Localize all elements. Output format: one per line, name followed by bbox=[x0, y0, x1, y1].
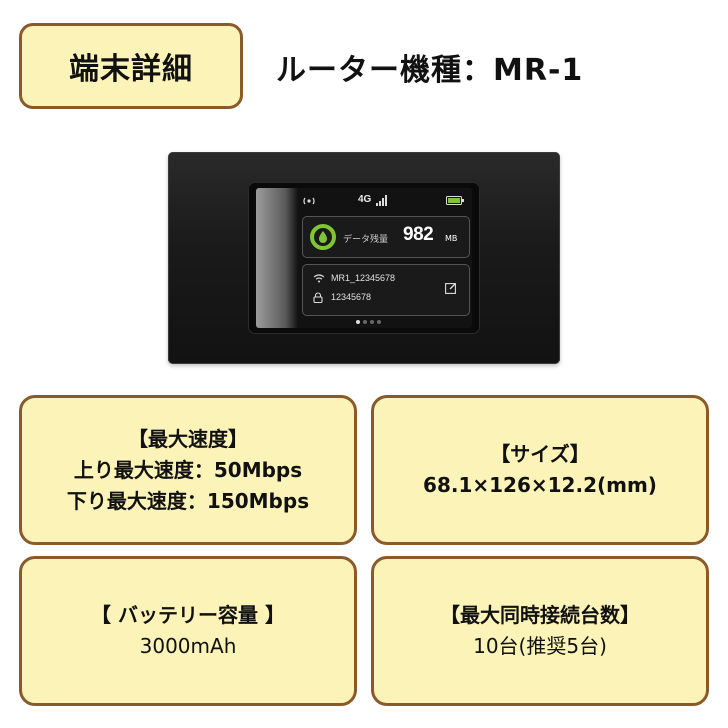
wifi-password: 12345678 bbox=[331, 292, 372, 302]
data-remaining-unit: MB bbox=[445, 234, 458, 243]
size-title: 【サイズ】 bbox=[490, 442, 590, 466]
max-connections-card: 【最大同時接続台数】 10台(推奨5台) bbox=[371, 556, 709, 706]
size-value: 68.1×126×12.2(mm) bbox=[423, 473, 657, 497]
battery-icon bbox=[446, 196, 464, 205]
section-label: 端末詳細 bbox=[19, 23, 243, 109]
screen-reflection bbox=[256, 188, 298, 328]
device-screen: 4G データ残量 982 bbox=[256, 188, 472, 328]
data-remaining-panel: データ残量 982 MB bbox=[302, 216, 470, 258]
battery-card: 【 バッテリー容量 】 3000mAh bbox=[19, 556, 357, 706]
device-bezel: 4G データ残量 982 bbox=[248, 182, 480, 334]
upload-speed: 上り最大速度：50Mbps bbox=[73, 457, 303, 482]
max-speed-card: 【最大速度】 上り最大速度：50Mbps 下り最大速度：150Mbps bbox=[19, 395, 357, 545]
wifi-info-panel: MR1_12345678 12345678 bbox=[302, 264, 470, 316]
size-card: 【サイズ】 68.1×126×12.2(mm) bbox=[371, 395, 709, 545]
signal-bars-icon bbox=[376, 195, 387, 206]
antenna-icon bbox=[303, 197, 315, 205]
data-remaining-label: データ残量 bbox=[343, 235, 389, 245]
download-speed: 下り最大速度：150Mbps bbox=[66, 488, 310, 513]
wifi-ssid: MR1_12345678 bbox=[331, 273, 396, 283]
screen-status-bar: 4G bbox=[298, 194, 464, 208]
lock-icon bbox=[313, 292, 323, 303]
wifi-icon bbox=[313, 274, 325, 283]
page-indicator bbox=[356, 320, 381, 324]
router-device-image: 4G データ残量 982 bbox=[168, 152, 560, 364]
data-remaining-value: 982 bbox=[403, 224, 434, 245]
battery-title: 【 バッテリー容量 】 bbox=[91, 603, 285, 627]
data-gauge-icon bbox=[310, 224, 336, 250]
router-model-title: ルーター機種：MR-1 bbox=[276, 53, 584, 88]
edit-icon bbox=[445, 283, 456, 294]
network-type: 4G bbox=[358, 194, 372, 205]
max-speed-title: 【最大速度】 bbox=[128, 426, 248, 451]
max-connections-value: 10台(推奨5台) bbox=[473, 634, 607, 658]
max-connections-title: 【最大同時接続台数】 bbox=[440, 603, 640, 627]
battery-value: 3000mAh bbox=[139, 634, 237, 658]
